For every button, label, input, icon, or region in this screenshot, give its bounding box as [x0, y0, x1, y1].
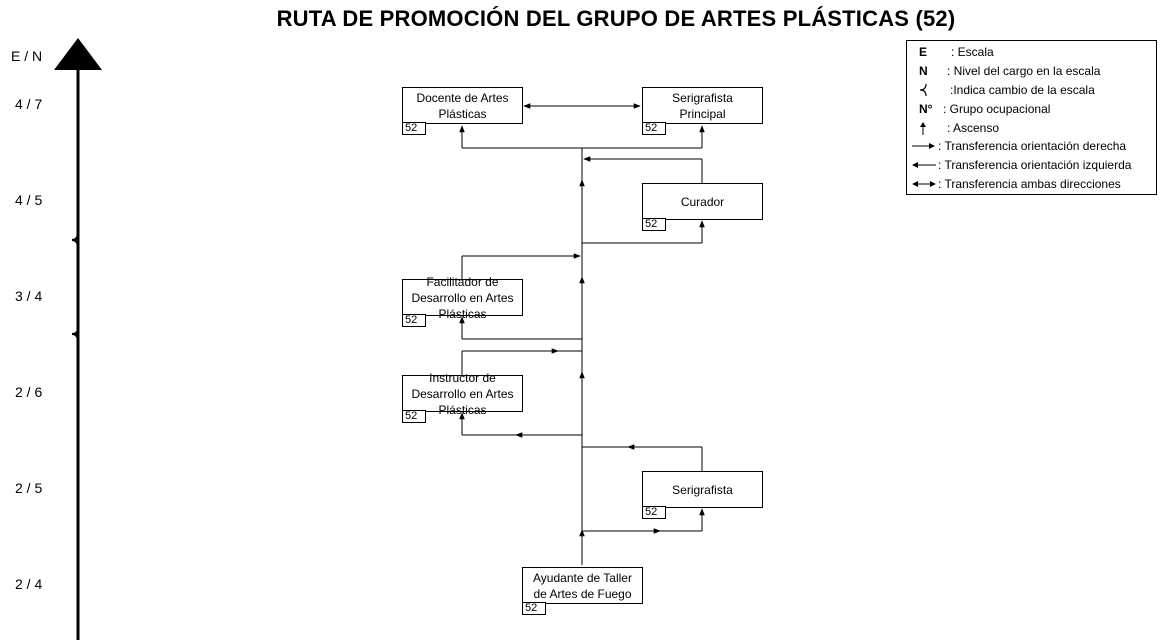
group-badge: 52: [642, 506, 666, 519]
group-badge: 52: [402, 122, 426, 135]
level-label: 4 / 5: [15, 192, 43, 208]
level-label: 4 / 7: [15, 96, 43, 112]
page-title: RUTA DE PROMOCIÓN DEL GRUPO DE ARTES PLÁ…: [276, 6, 956, 31]
node-serigrafista-principal: Serigrafista Principal 52: [642, 87, 763, 135]
node-label: Curador: [680, 194, 725, 209]
scale-axis: [54, 38, 102, 640]
arrow-up-icon: [920, 122, 926, 135]
node-label: Facilitador de Desarrollo en Artes Plást…: [411, 274, 514, 321]
scale-change-icon: [71, 231, 79, 249]
node-instructor-desarrollo: Instructor de Desarrollo en Artes Plásti…: [402, 371, 523, 423]
node-serigrafista: Serigrafista 52: [642, 471, 763, 519]
node-label: Serigrafista Principal: [672, 90, 733, 121]
node-ayudante-taller: Ayudante de Taller de Artes de Fuego 52: [522, 567, 643, 615]
group-badge: 52: [522, 602, 546, 615]
group-badge: 52: [402, 410, 426, 423]
node-docente-artes-plasticas: Docente de Artes Plásticas 52: [402, 87, 523, 135]
group-badge: 52: [642, 122, 666, 135]
group-badge: 52: [642, 218, 666, 231]
axis-header: E / N: [11, 48, 43, 64]
level-label: 3 / 4: [15, 288, 43, 304]
level-label: 2 / 5: [15, 480, 43, 496]
node-curador: Curador 52: [642, 183, 763, 231]
node-label: Instructor de Desarrollo en Artes Plásti…: [411, 370, 514, 417]
arrow-left-icon: [912, 162, 936, 168]
group-badge: 52: [402, 314, 426, 327]
level-label: 2 / 6: [15, 384, 43, 400]
node-facilitador-desarrollo: Facilitador de Desarrollo en Artes Plást…: [402, 275, 523, 327]
node-label: Serigrafista: [672, 482, 733, 497]
node-label: Docente de Artes Plásticas: [416, 90, 509, 121]
scale-change-icon: [919, 83, 927, 97]
arrow-right-icon: [912, 143, 935, 149]
level-label: 2 / 4: [15, 576, 43, 592]
scale-change-icon: [71, 327, 79, 343]
node-label: Ayudante de Taller de Artes de Fuego: [533, 570, 632, 601]
arrow-both-icon: [912, 181, 936, 187]
legend: E : Escala N : Nivel del cargo en la esc…: [906, 40, 1157, 195]
